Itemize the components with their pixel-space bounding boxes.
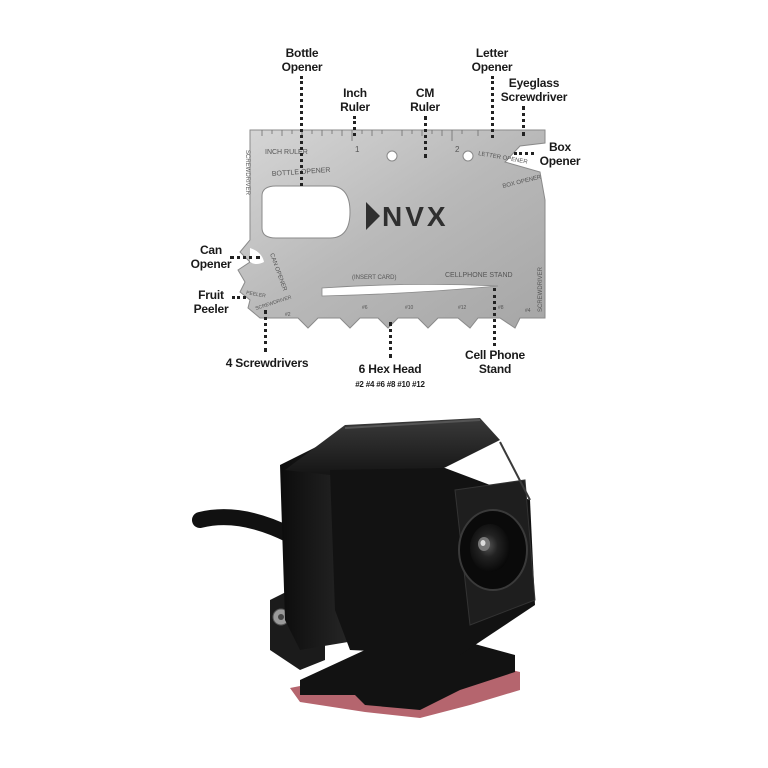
leader-cell-phone-stand xyxy=(493,288,496,346)
engraved-screwdriver-right: SCREWDRIVER xyxy=(538,266,544,312)
callout-letter-opener: Letter Opener xyxy=(471,46,513,74)
nvx-logo: NVX xyxy=(366,201,449,232)
leader-fruit-peeler xyxy=(232,296,246,299)
callout-bottle-opener: Bottle Opener xyxy=(281,46,323,74)
engraved-ruler-1: 1 xyxy=(355,145,360,154)
engraved-screwdriver-left: SCREWDRIVER xyxy=(244,150,250,196)
mounting-base xyxy=(300,640,515,710)
engraved-inch-ruler: INCH RULER xyxy=(265,149,308,156)
leader-can-opener xyxy=(230,256,260,259)
engraved-ruler-2: 2 xyxy=(455,145,460,154)
brand-text: NVX xyxy=(382,201,449,232)
engraved-peeler: PEELER xyxy=(246,290,267,299)
leader-eyeglass-screwdriver xyxy=(522,106,525,136)
callout-hex-sizes: #2 #4 #6 #8 #10 #12 xyxy=(355,380,425,389)
card-body xyxy=(237,129,546,329)
card-hole-1 xyxy=(386,150,398,162)
engraved-hex-12: #12 xyxy=(458,305,467,311)
callout-box-opener: Box Opener xyxy=(539,140,581,168)
callout-cm-ruler: CM Ruler xyxy=(410,86,440,114)
engraved-hex-10: #10 xyxy=(405,305,414,311)
callout-four-screwdrivers: 4 Screwdrivers xyxy=(225,356,309,370)
camera-lens xyxy=(470,524,510,572)
callout-inch-ruler: Inch Ruler xyxy=(340,86,370,114)
callout-can-opener: Can Opener xyxy=(190,243,232,271)
leader-hex-head xyxy=(389,322,392,358)
bottle-opener-cutout xyxy=(261,185,351,239)
callout-cell-phone-stand: Cell Phone Stand xyxy=(464,348,525,376)
leader-inch-ruler xyxy=(353,116,356,136)
leader-box-opener xyxy=(514,152,534,155)
callout-fruit-peeler: Fruit Peeler xyxy=(193,288,229,316)
camera-cable xyxy=(192,509,298,543)
engraved-insert-card: (INSERT CARD) xyxy=(352,275,396,281)
engraved-hex-4: #4 xyxy=(525,308,531,314)
backup-camera xyxy=(192,418,536,718)
leader-bottle-opener xyxy=(300,76,303,186)
engraved-cellphone-stand: CELLPHONE STAND xyxy=(445,272,513,279)
leader-letter-opener xyxy=(491,76,494,138)
callout-eyeglass-screwdriver: Eyeglass Screwdriver xyxy=(500,76,568,104)
cellphone-slot xyxy=(321,284,499,297)
engraved-hex-2: #2 xyxy=(285,312,291,318)
ruler-ticks xyxy=(261,130,479,141)
leader-four-screwdrivers xyxy=(264,310,267,352)
engraved-hex-6: #6 xyxy=(362,305,368,311)
leader-cm-ruler xyxy=(424,116,427,158)
camera-body-top xyxy=(285,418,500,475)
callout-hex-head: 6 Hex Head xyxy=(358,362,422,376)
engraved-hex-8: #8 xyxy=(498,305,504,311)
card-hole-2 xyxy=(462,150,474,162)
